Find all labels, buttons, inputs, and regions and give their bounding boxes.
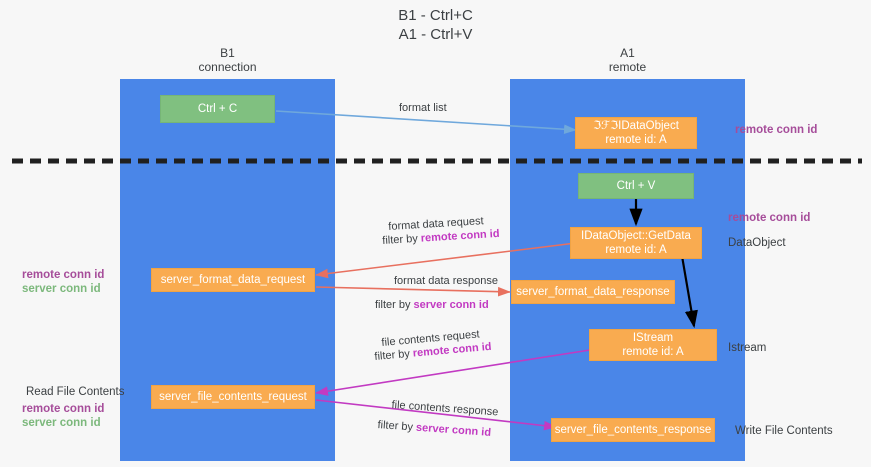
box-server-file-contents-response[interactable]: server_file_contents_response (551, 418, 715, 442)
lane-header-a1-role: remote (608, 60, 647, 74)
box-idataobject-getdata-line1: IDataObject::GetData (581, 230, 691, 242)
box-ctrl-c-label: Ctrl + C (197, 103, 238, 115)
edge-label-file-contents-response: file contents response (391, 399, 499, 419)
lane-header-b1-name: B1 (220, 46, 235, 60)
page-title: B1 - Ctrl+C A1 - Ctrl+V (0, 6, 871, 44)
left-legend-bottom-remote: remote conn id (22, 403, 105, 415)
left-label-read-file-contents: Read File Contents (26, 386, 125, 398)
box-server-file-contents-request[interactable]: server_file_contents_request (151, 385, 315, 409)
box-istream[interactable]: IStream remote id: A (589, 329, 717, 361)
filter-key-server-conn-id: server conn id (413, 299, 489, 311)
edge-label-file-contents-response-filter: filter by server conn id (377, 419, 491, 440)
title-line-1: B1 - Ctrl+C (398, 7, 473, 24)
lane-header-b1: B1 connection (120, 46, 335, 74)
lane-header-a1-name: A1 (620, 46, 635, 60)
filter-prefix: filter by (375, 299, 414, 311)
edge-label-format-data-response-filter: filter by server conn id (375, 299, 489, 312)
box-idataobject-getdata-line2: remote id: A (605, 244, 667, 256)
box-server-format-data-request[interactable]: server_format_data_request (151, 268, 315, 292)
left-legend-mid-server: server conn id (22, 283, 101, 295)
edge-label-format-list: format list (399, 102, 447, 114)
right-label-dataobject: DataObject (728, 237, 786, 249)
box-register-dataobject-line1: ℑℱℑIDataObject (593, 120, 679, 132)
left-legend-bottom: remote conn id server conn id (22, 402, 104, 430)
filter-prefix: filter by (377, 419, 417, 434)
box-server-file-contents-request-label: server_file_contents_request (159, 391, 307, 403)
left-legend-mid: remote conn id server conn id (22, 268, 104, 296)
left-legend-bottom-server: server conn id (22, 417, 101, 429)
right-label-remote-conn-id-mid: remote conn id (728, 212, 811, 224)
box-ctrl-v-label: Ctrl + V (616, 180, 656, 192)
lane-header-b1-role: connection (198, 60, 257, 74)
edge-label-format-data-response: format data response (394, 275, 498, 287)
filter-prefix: filter by (374, 347, 414, 363)
box-istream-line1: IStream (632, 332, 674, 344)
box-idataobject-getdata[interactable]: IDataObject::GetData remote id: A (570, 227, 702, 259)
lane-header-a1: A1 remote (510, 46, 745, 74)
box-register-dataobject-line2: remote id: A (605, 134, 667, 146)
box-register-dataobject[interactable]: ℑℱℑIDataObject remote id: A (575, 117, 697, 149)
title-line-2: A1 - Ctrl+V (398, 26, 473, 43)
box-ctrl-v[interactable]: Ctrl + V (578, 173, 694, 199)
box-server-file-contents-response-label: server_file_contents_response (554, 424, 712, 436)
filter-prefix: filter by (382, 232, 422, 247)
box-istream-line2: remote id: A (622, 346, 684, 358)
box-server-format-data-response-label: server_format_data_response (516, 286, 670, 298)
right-label-istream: Istream (728, 342, 767, 354)
right-label-write-file-contents: Write File Contents (735, 425, 833, 437)
box-ctrl-c[interactable]: Ctrl + C (160, 95, 275, 123)
left-legend-mid-remote: remote conn id (22, 269, 105, 281)
filter-key-server-conn-id: server conn id (415, 421, 492, 439)
box-server-format-data-response[interactable]: server_format_data_response (511, 280, 675, 304)
right-label-remote-conn-id-top: remote conn id (735, 124, 818, 136)
box-server-format-data-request-label: server_format_data_request (160, 274, 306, 286)
